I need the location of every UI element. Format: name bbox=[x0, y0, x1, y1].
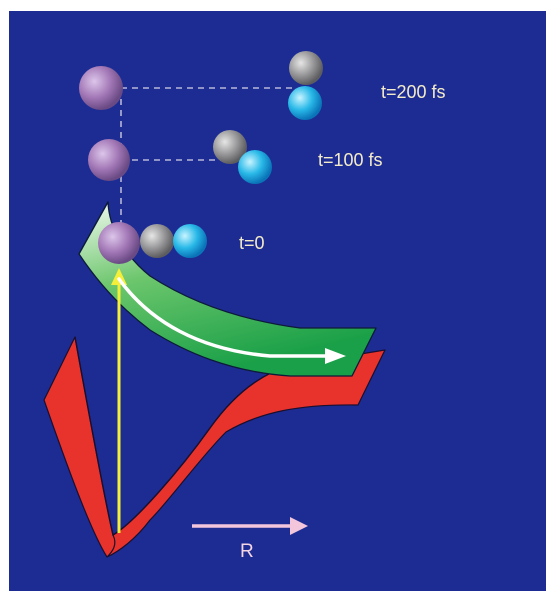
molecule-t200 bbox=[79, 51, 323, 120]
molecule-t100 bbox=[88, 130, 272, 184]
cyan-atom bbox=[288, 86, 322, 120]
cyan-atom bbox=[238, 150, 272, 184]
molecule-t0 bbox=[98, 222, 207, 264]
purple-atom bbox=[79, 66, 123, 110]
time-label-100fs: t=100 fs bbox=[318, 150, 383, 170]
wavepacket-arrow bbox=[117, 277, 346, 364]
ground-surface-fold bbox=[106, 534, 116, 558]
excitation-arrow bbox=[111, 268, 127, 533]
trajectory-guides bbox=[120, 87, 294, 240]
purple-atom bbox=[88, 139, 130, 181]
wavepacket-arrowhead bbox=[325, 348, 346, 364]
excited-surface-ribbon bbox=[78, 201, 377, 377]
excitation-arrowhead bbox=[111, 268, 127, 285]
time-label-200fs: t=200 fs bbox=[381, 82, 446, 102]
purple-atom bbox=[98, 222, 140, 264]
gray-atom bbox=[213, 130, 247, 164]
cyan-atom bbox=[173, 224, 207, 258]
time-label-t0: t=0 bbox=[239, 233, 265, 253]
gray-atom bbox=[289, 51, 323, 85]
gray-atom bbox=[140, 224, 174, 258]
r-axis-label: R bbox=[240, 541, 254, 562]
r-axis-arrow bbox=[192, 517, 308, 535]
r-axis-arrowhead bbox=[290, 517, 308, 535]
